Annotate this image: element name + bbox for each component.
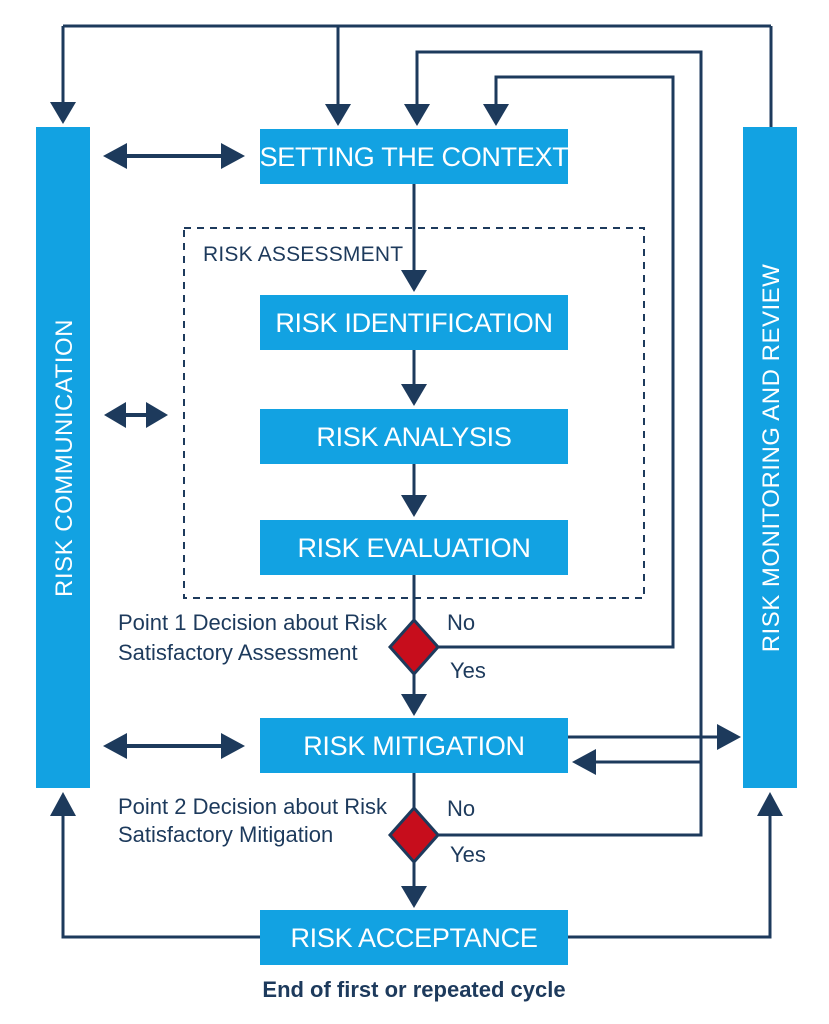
flow-node-risk-mitigation: RISK MITIGATION [260, 718, 568, 773]
decision2-yes-label: Yes [450, 842, 486, 867]
sidebar-risk-monitoring: RISK MONITORING AND REVIEW [743, 127, 797, 788]
double-arrow2-left-icon [104, 402, 126, 428]
double-arrow1-left-icon [103, 143, 127, 169]
double-arrow3-right-icon [221, 733, 245, 759]
risk-communication-bar [36, 127, 90, 788]
arrow-monitoring-into-mitigation-icon [572, 749, 596, 775]
node-label: RISK IDENTIFICATION [275, 308, 552, 338]
connector-decision2-no-loop [415, 50, 703, 837]
node-rect [260, 409, 568, 464]
double-arrow1-right-icon [221, 143, 245, 169]
node-label: RISK EVALUATION [297, 533, 530, 563]
assessment-group-border [183, 227, 645, 599]
node-rect [260, 520, 568, 575]
arrow-up-into-communication-bottom-icon [50, 792, 76, 816]
arrow-down-into-context-left-icon [325, 104, 351, 126]
cycle-end-note: End of first or repeated cycle [262, 977, 565, 1002]
arrow-decision1-to-mitigation-icon [401, 694, 427, 716]
connector-decision1-no-loop [438, 75, 675, 649]
flow-node-risk-acceptance: RISK ACCEPTANCE [260, 910, 568, 965]
decision2-caption-line2: Satisfactory Mitigation [118, 822, 333, 847]
flow-node-risk-evaluation: RISK EVALUATION [260, 520, 568, 575]
decision2-caption-line1: Point 2 Decision about Risk [118, 794, 388, 819]
assessment-group-label: RISK ASSESSMENT [203, 243, 403, 266]
risk-monitoring-label: RISK MONITORING AND REVIEW [758, 264, 785, 653]
double-arrow2-right-icon [146, 402, 168, 428]
decision1-caption-line2: Satisfactory Assessment [118, 640, 358, 665]
decision2-no-label: No [447, 796, 475, 821]
decision1-caption-line1: Point 1 Decision about Risk [118, 610, 388, 635]
arrow-up-into-monitoring-bottom-icon [757, 792, 783, 816]
arrow-mitigation-to-monitoring-icon [717, 724, 741, 750]
arrow-down-into-communication-top-icon [50, 102, 76, 124]
connector-acceptance-to-monitoring [568, 816, 772, 939]
node-label: RISK MITIGATION [303, 731, 525, 761]
node-rect [260, 718, 568, 773]
node-rect [260, 295, 568, 350]
risk-monitoring-bar [743, 127, 797, 788]
decision1-yes-label: Yes [450, 658, 486, 683]
double-arrow3-left-icon [103, 733, 127, 759]
arrow-identification-to-analysis-icon [401, 384, 427, 406]
connector-top-outer [61, 24, 773, 127]
decision1-no-label: No [447, 610, 475, 635]
arrow-decision2-to-acceptance-icon [401, 886, 427, 908]
node-label: RISK ANALYSIS [316, 422, 511, 452]
node-rect [260, 910, 568, 965]
flow-node-setting-the-context: SETTING THE CONTEXT [260, 129, 569, 184]
assessment-group: RISK ASSESSMENT [183, 227, 645, 599]
connector-acceptance-to-communication [61, 816, 260, 939]
arrow-context-to-identification-icon [401, 270, 427, 292]
decision-point-1: Point 1 Decision about Risk Satisfactory… [118, 610, 486, 683]
flow-node-risk-analysis: RISK ANALYSIS [260, 409, 568, 464]
arrow-analysis-to-evaluation-icon [401, 495, 427, 517]
decision2-diamond-icon [387, 805, 441, 865]
risk-communication-label: RISK COMMUNICATION [51, 319, 78, 597]
arrow-down-into-context-right-icon [483, 104, 509, 126]
decision1-diamond-icon [387, 617, 441, 677]
node-label: SETTING THE CONTEXT [260, 142, 569, 172]
sidebar-risk-communication: RISK COMMUNICATION [36, 127, 90, 788]
decision-point-2: Point 2 Decision about Risk Satisfactory… [118, 794, 486, 867]
arrow-down-into-context-mid-icon [404, 104, 430, 126]
node-label: RISK ACCEPTANCE [290, 923, 537, 953]
node-rect [260, 129, 568, 184]
flow-node-risk-identification: RISK IDENTIFICATION [260, 295, 568, 350]
